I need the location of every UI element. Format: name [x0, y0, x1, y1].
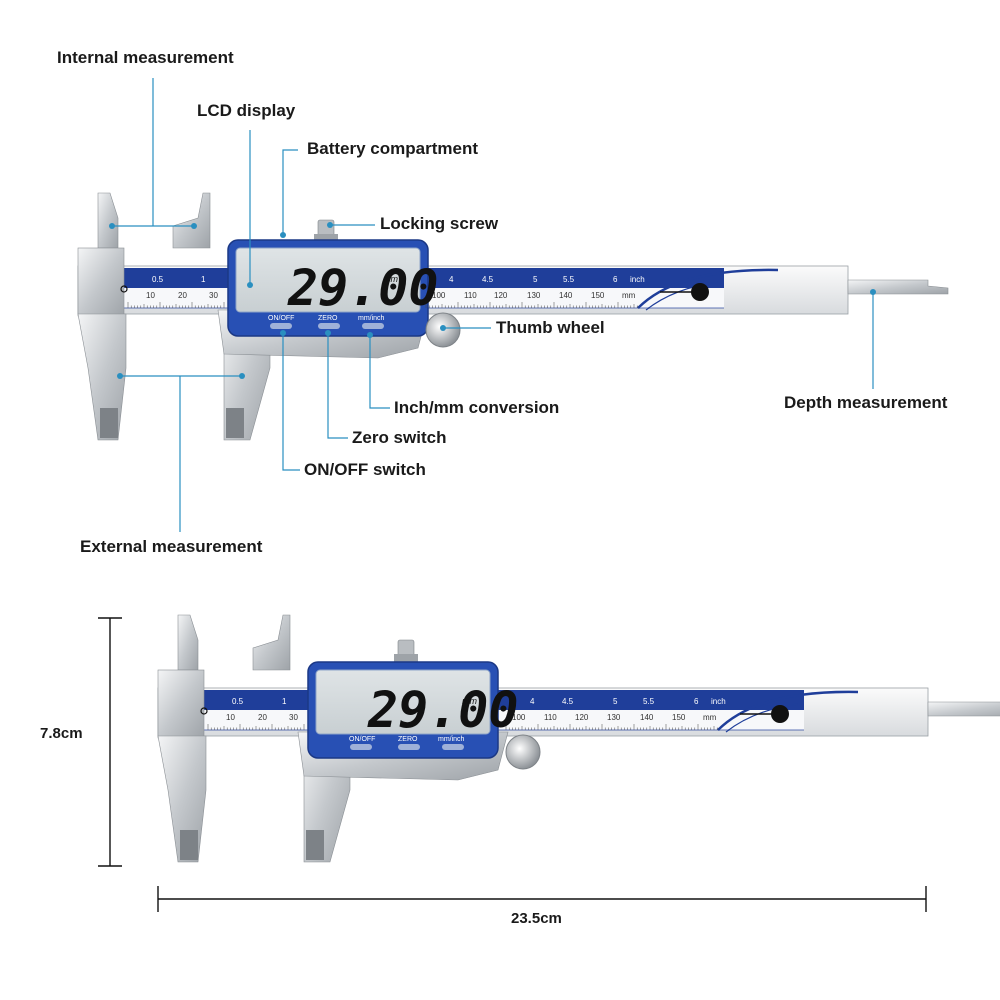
width-dimension	[157, 886, 927, 912]
leader-lines	[112, 78, 874, 532]
mminch-button-label: mm/inch	[438, 736, 465, 743]
mm-tick-label: 120	[494, 291, 508, 300]
mminch-button-label: mm/inch	[358, 315, 385, 322]
inch-tick-label: 4.5	[482, 275, 494, 284]
inch-tick-label: 1	[201, 275, 206, 284]
label-lcd-display: LCD display	[197, 101, 296, 120]
mm-tick-label: 120	[575, 713, 589, 722]
inch-tick-label: 5	[613, 697, 618, 706]
caliper-bottom-buttons: ON/OFF ZERO mm/inch	[349, 736, 465, 750]
caliper-bottom	[156, 613, 1000, 864]
caliper-top-inch-ticks: 0.5 1 4 4.5 5 5.5 6 inch	[152, 275, 645, 284]
mm-tick-label: 130	[607, 713, 621, 722]
label-thumb-wheel: Thumb wheel	[496, 318, 605, 337]
onoff-button-label: ON/OFF	[349, 736, 375, 743]
inch-tick-label: 5.5	[643, 697, 655, 706]
mm-tick-label: 130	[527, 291, 541, 300]
inch-unit-label: inch	[711, 697, 726, 706]
caliper-bottom-ruler-ticks	[207, 724, 718, 730]
width-dimension-label: 23.5cm	[511, 910, 562, 927]
label-inch-mm-conversion: Inch/mm conversion	[394, 398, 560, 417]
inch-tick-label: 6	[694, 697, 699, 706]
lcd-unit: mm	[383, 274, 398, 284]
inch-tick-label: 1	[282, 697, 287, 706]
caliper-bottom-mm-ticks: 10 20 30 100 110 120 130 140 150 mm	[226, 713, 717, 722]
leader-dots	[109, 222, 876, 379]
lcd-reading: 29.00	[367, 681, 519, 739]
mm-tick-label: 110	[464, 291, 477, 300]
label-battery-compartment: Battery compartment	[307, 139, 478, 158]
inch-tick-label: 0.5	[232, 697, 244, 706]
mm-tick-label: 100	[432, 291, 446, 300]
mm-tick-label: 150	[672, 713, 686, 722]
caliper-top	[76, 191, 950, 442]
label-external-measurement: External measurement	[80, 537, 263, 556]
mm-tick-label: 30	[209, 291, 218, 300]
label-zero-switch: Zero switch	[352, 428, 447, 447]
label-onoff-switch: ON/OFF switch	[304, 460, 426, 479]
mm-unit-label: mm	[703, 713, 717, 722]
caliper-top-mm-ticks: 10 20 30 100 110 120 130 140 150 mm	[146, 291, 636, 300]
mm-tick-label: 10	[226, 713, 235, 722]
mm-tick-label: 150	[591, 291, 605, 300]
mm-tick-label: 20	[178, 291, 187, 300]
inch-unit-label: inch	[630, 275, 645, 284]
inch-tick-label: 4	[530, 697, 535, 706]
lcd-unit: mm	[462, 696, 477, 706]
label-depth-measurement: Depth measurement	[784, 393, 948, 412]
mm-tick-label: 10	[146, 291, 155, 300]
lcd-reading: 29.00	[287, 259, 439, 317]
mm-tick-label: 110	[544, 713, 557, 722]
inch-tick-label: 5	[533, 275, 538, 284]
mm-tick-label: 100	[512, 713, 526, 722]
inch-tick-label: 5.5	[563, 275, 575, 284]
mm-tick-label: 140	[559, 291, 573, 300]
mm-tick-label: 140	[640, 713, 654, 722]
zero-marker	[120, 285, 128, 293]
label-locking-screw: Locking screw	[380, 214, 499, 233]
caliper-bottom-inch-ticks: 0.5 1 4 4.5 5 5.5 6 inch	[232, 697, 726, 706]
height-dimension-label: 7.8cm	[40, 725, 83, 742]
mm-tick-label: 30	[289, 713, 298, 722]
caliper-top-buttons: ON/OFF ZERO mm/inch	[268, 315, 385, 329]
zero-button-label: ZERO	[398, 736, 418, 743]
onoff-button-label: ON/OFF	[268, 315, 294, 322]
zero-marker	[200, 707, 208, 715]
inch-tick-label: 6	[613, 275, 618, 284]
mm-tick-label: 20	[258, 713, 267, 722]
caliper-top-ruler-ticks	[127, 302, 638, 308]
height-dimension	[98, 617, 122, 867]
inch-tick-label: 4.5	[562, 697, 574, 706]
zero-button-label: ZERO	[318, 315, 338, 322]
mm-unit-label: mm	[622, 291, 636, 300]
inch-tick-label: 4	[449, 275, 454, 284]
inch-tick-label: 0.5	[152, 275, 164, 284]
label-internal-measurement: Internal measurement	[57, 48, 234, 67]
